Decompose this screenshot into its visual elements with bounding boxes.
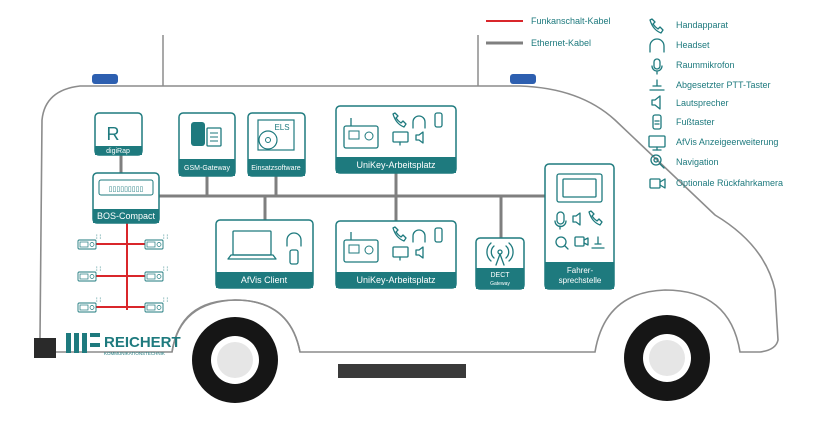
legend-icon-label-5: Fußtaster: [676, 117, 715, 127]
display-extension-icon: [648, 135, 666, 151]
unikey-bottom-label: UniKey-Arbeitsplatz: [356, 275, 436, 285]
navigation-icon: [650, 154, 665, 169]
legend-icon-label-6: AfVis Anzeigeerweiterung: [676, 137, 778, 147]
rear-wheel: [192, 317, 278, 403]
einsatzsoftware-label: Einsatzsoftware: [251, 165, 301, 172]
reichert-logo: REICHERT KOMMUNIKATIONSTECHNIK: [66, 333, 181, 356]
ptt-button-icon: [649, 79, 665, 91]
rear-wheel-arch: [171, 299, 301, 353]
speaker-icon: [651, 95, 661, 110]
legend-icon-label-2: Raummikrofon: [676, 60, 735, 70]
legend-icon-label-4: Lautsprecher: [676, 98, 729, 108]
bos-compact-box: ▯▯▯▯▯▯▯▯▯ BOS-Compact: [92, 172, 160, 224]
svg-text:⁞ ⁞: ⁞ ⁞: [163, 235, 168, 241]
legend-icons: Handapparat Headset Raummikrofon Abgeset…: [648, 18, 783, 189]
legend-icon-label-3: Abgesetzter PTT-Taster: [676, 80, 771, 90]
svg-text:⁞ ⁞: ⁞ ⁞: [163, 267, 168, 273]
camera-icon: [649, 178, 666, 189]
unikey-bottom-radio-icon: [343, 232, 379, 263]
driver-display-icon: [556, 173, 603, 203]
foot-switch-icon: [652, 114, 662, 130]
radio-device-l1: ⁞ ⁞: [77, 235, 101, 250]
radio-device-r2: ⁞ ⁞: [144, 267, 168, 282]
legend-icon-label-0: Handapparat: [676, 20, 729, 30]
radio-device-l2: ⁞ ⁞: [77, 267, 101, 282]
beacon-left: [92, 74, 118, 84]
beacon-right: [510, 74, 536, 84]
digirap-box: R digiRap: [94, 112, 143, 156]
einsatzsoftware-box: ELS Einsatzsoftware: [247, 112, 306, 177]
radio-device-l3: ⁞ ⁞: [77, 298, 101, 313]
gsm-gateway-box: GSM-Gateway: [178, 112, 236, 177]
gsm-gateway-label: GSM-Gateway: [184, 165, 230, 172]
afvis-accessories-icon: [286, 232, 302, 265]
unikey-bottom-box: UniKey-Arbeitsplatz: [335, 220, 457, 289]
rear-bumper: [34, 338, 56, 358]
afvis-client-label: AfVis Client: [241, 275, 288, 285]
digirap-letter: R: [107, 124, 120, 144]
dect-title: DECT: [490, 272, 510, 279]
dect-antenna-icon: [486, 242, 514, 266]
side-sill: [338, 364, 466, 378]
radio-device-r3: ⁞ ⁞: [144, 298, 168, 313]
cd-icon: [257, 119, 295, 151]
els-badge: ELS: [274, 123, 289, 132]
fahrer-label-2: sprechstelle: [559, 276, 602, 285]
reichert-name: REICHERT: [104, 334, 181, 351]
unikey-top-radio-icon: [343, 118, 379, 149]
microphone-icon: [651, 58, 663, 75]
svg-text:⁞ ⁞: ⁞ ⁞: [96, 298, 101, 304]
legend-cables: Funkanschalt-Kabel Ethernet-Kabel: [486, 16, 611, 48]
phone-handset-icon: [649, 18, 664, 34]
unikey-top-box: UniKey-Arbeitsplatz: [335, 105, 457, 174]
headset-icon: [649, 38, 665, 53]
legend-cable-1: Funkanschalt-Kabel: [531, 16, 611, 26]
fahrer-label-1: Fahrer-: [567, 266, 594, 275]
bos-display-icon: ▯▯▯▯▯▯▯▯▯: [109, 186, 144, 193]
legend-cable-2: Ethernet-Kabel: [531, 38, 591, 48]
unikey-bottom-accessories-icon: [392, 226, 443, 261]
dect-gateway-box: DECT Gateway: [475, 237, 525, 290]
ethernet-cables: [119, 154, 545, 238]
reichert-tagline: KOMMUNIKATIONSTECHNIK: [104, 351, 165, 356]
unikey-top-accessories-icon: [392, 112, 443, 146]
driver-accessories-icon: [554, 210, 605, 250]
svg-text:⁞ ⁞: ⁞ ⁞: [163, 298, 168, 304]
digirap-label: digiRap: [106, 148, 130, 155]
front-wheel: [624, 315, 710, 401]
bos-compact-label: BOS-Compact: [97, 211, 156, 221]
radio-device-r1: ⁞ ⁞: [144, 235, 168, 250]
fahrersprechstelle-box: Fahrer- sprechstelle: [544, 163, 615, 290]
svg-text:⁞ ⁞: ⁞ ⁞: [96, 235, 101, 241]
dect-gateway-label: Gateway: [490, 281, 510, 287]
legend-icon-label-1: Headset: [676, 40, 710, 50]
svg-text:⁞ ⁞: ⁞ ⁞: [96, 267, 101, 273]
laptop-icon: [227, 230, 277, 260]
unikey-top-label: UniKey-Arbeitsplatz: [356, 160, 436, 170]
legend-icon-label-7: Navigation: [676, 157, 719, 167]
gsm-phone-icon: [191, 122, 222, 147]
afvis-client-box: AfVis Client: [215, 219, 314, 289]
legend-icon-label-8: Optionale Rückfahrkamera: [676, 178, 783, 188]
